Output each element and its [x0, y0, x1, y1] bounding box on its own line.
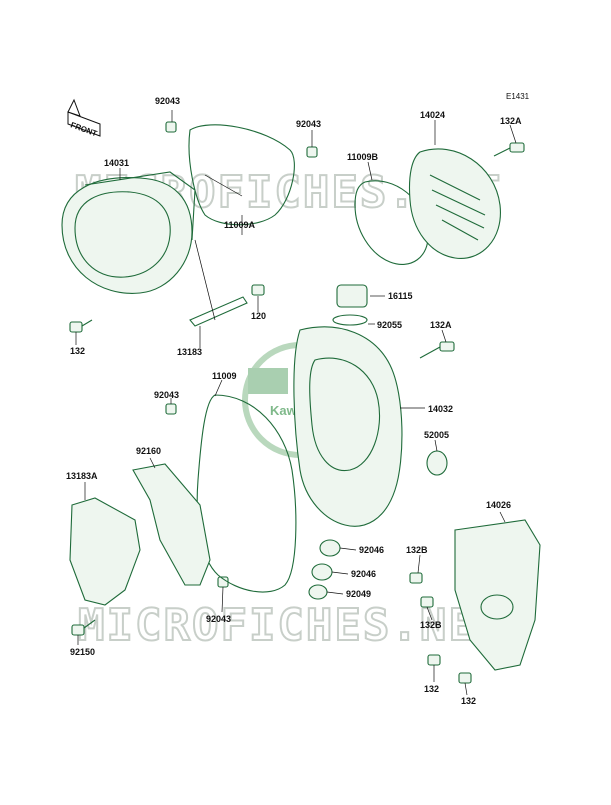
watermark-text-bottom: MICROFICHES.NET — [78, 600, 505, 651]
callout-label: 92043 — [154, 390, 179, 400]
callout-label: 132B — [420, 620, 442, 630]
plate-92160 — [132, 463, 211, 586]
callout-label: 11009 — [212, 371, 237, 381]
callout-label: 13183A — [66, 471, 98, 481]
callout-label: 92043 — [206, 614, 231, 624]
bolt-132b-2 — [420, 596, 434, 608]
seal-92049 — [308, 584, 328, 600]
oil-filler-cap — [336, 284, 368, 308]
o-ring-92055 — [332, 314, 368, 326]
callout-label: 132 — [461, 696, 476, 706]
clutch-cover-14024 — [408, 148, 501, 259]
bracket-13183a — [69, 497, 141, 606]
bolt-132a-upper — [493, 142, 525, 157]
callout-label: 92043 — [155, 96, 180, 106]
gasket-11009a — [188, 124, 295, 226]
dowel-pin-1 — [165, 121, 177, 133]
callout-label: 11009A — [224, 220, 256, 230]
callout-label: 92160 — [136, 446, 161, 456]
callouts: 92043 92043 14024 132A 14031 11009B 1100… — [66, 96, 522, 706]
bolt-132-lower-1 — [427, 654, 441, 666]
bracket-13183 — [189, 296, 248, 327]
oil-seal-52005 — [426, 450, 448, 476]
bolt-132a-mid — [419, 341, 455, 359]
bolt-120 — [251, 284, 265, 296]
dowel-pin-2 — [306, 146, 318, 158]
callout-label: 11009B — [347, 152, 379, 162]
callout-label: 14031 — [104, 158, 129, 168]
gasket-11009 — [196, 394, 297, 593]
callout-label: 120 — [251, 311, 266, 321]
callout-label: 132 — [424, 684, 439, 694]
callout-label: 92046 — [351, 569, 376, 579]
callout-label: 92043 — [296, 119, 321, 129]
diagram-code: E1431 — [506, 92, 530, 101]
callout-label: 14026 — [486, 500, 511, 510]
callout-label: 13183 — [177, 347, 202, 357]
callout-label: 92046 — [359, 545, 384, 555]
callout-label: 132B — [406, 545, 428, 555]
callout-label: 92049 — [346, 589, 371, 599]
callout-label: 16115 — [388, 291, 413, 301]
front-arrow-icon: FRONT — [67, 98, 101, 138]
callout-label: 132 — [70, 346, 85, 356]
generator-cover — [61, 171, 196, 294]
bolt-132-left — [69, 319, 93, 333]
bearing-92046-a — [319, 539, 341, 557]
bolt-132b-1 — [409, 572, 423, 584]
bolt-132-lower-2 — [458, 672, 472, 684]
dowel-pin-3 — [165, 403, 177, 415]
callout-label: 52005 — [424, 430, 449, 440]
callout-label: 14024 — [420, 110, 445, 120]
clutch-cover-14032 — [293, 326, 403, 527]
callout-label: 132A — [430, 320, 452, 330]
callout-label: 14032 — [428, 404, 453, 414]
callout-label: 92150 — [70, 647, 95, 657]
callout-label: 92055 — [377, 320, 402, 330]
callout-label: 132A — [500, 116, 522, 126]
bearing-92046-b — [311, 563, 333, 581]
leader-lines — [75, 110, 517, 696]
logo-block-left — [248, 368, 288, 394]
